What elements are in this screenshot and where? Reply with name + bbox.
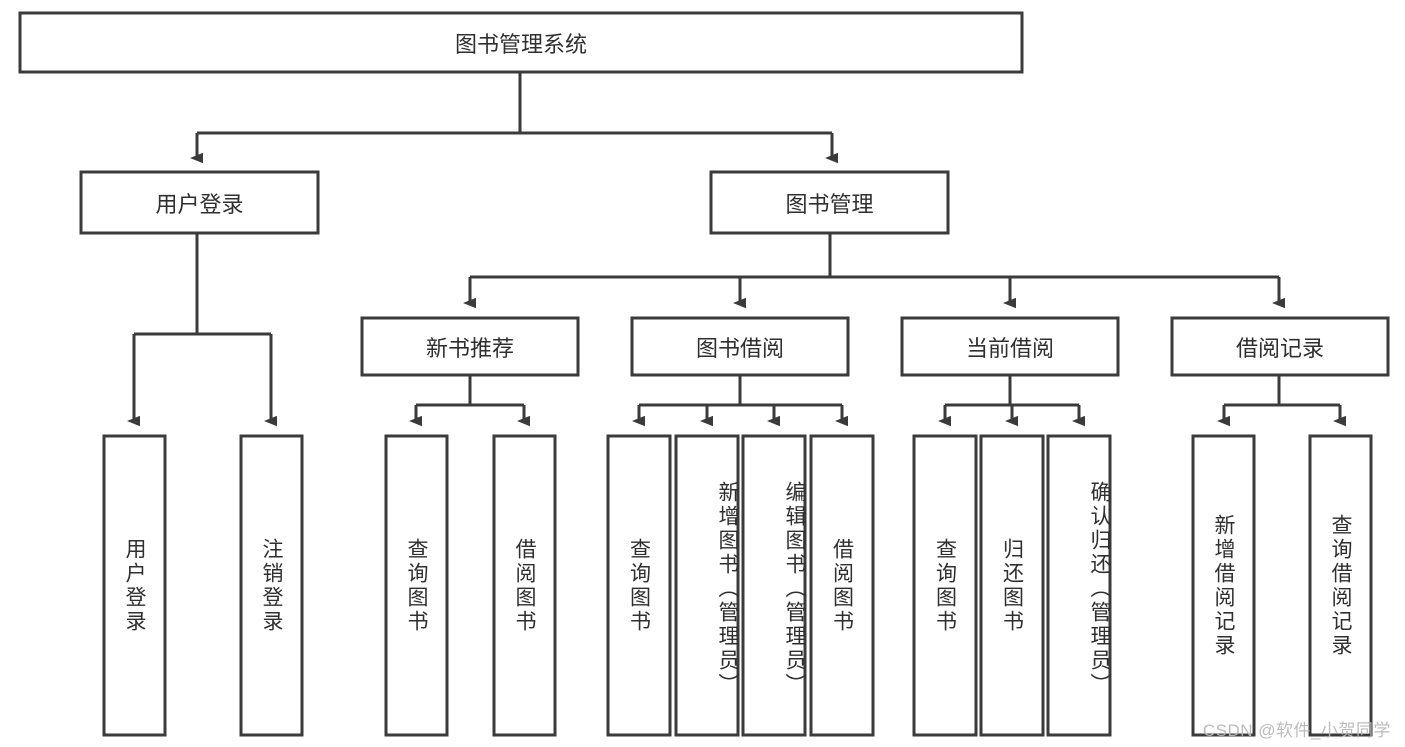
- node-leaf-borrow-book[interactable]: [809, 434, 875, 737]
- node-new-book-recommend[interactable]: [360, 316, 580, 377]
- node-leaf-return-book[interactable]: [979, 434, 1045, 737]
- node-user-login[interactable]: [79, 170, 320, 235]
- node-leaf-query-borrow-record[interactable]: [1308, 434, 1373, 737]
- connector-book-manage-to-level2: [463, 233, 1285, 309]
- node-leaf-edit-book-admin[interactable]: [741, 434, 807, 737]
- connector-new-book-recommend-to-leaves: [409, 375, 530, 427]
- node-leaf-add-borrow-record[interactable]: [1191, 434, 1256, 737]
- node-book-manage[interactable]: [709, 170, 950, 235]
- node-leaf-user-login[interactable]: [102, 434, 167, 737]
- node-book-borrow[interactable]: [630, 316, 850, 377]
- node-leaf-borrow-book-new[interactable]: [492, 434, 557, 737]
- node-leaf-logout-login[interactable]: [239, 434, 304, 737]
- node-leaf-query-book-new[interactable]: [384, 434, 449, 737]
- connector-current-borrow-to-leaves: [938, 375, 1085, 427]
- node-current-borrow[interactable]: [900, 316, 1120, 377]
- node-leaf-query-book-borrow[interactable]: [606, 434, 672, 737]
- node-leaf-add-book-admin[interactable]: [674, 434, 740, 737]
- node-root[interactable]: [18, 11, 1024, 74]
- node-leaf-query-book-current[interactable]: [912, 434, 978, 737]
- connector-book-borrow-to-leaves: [632, 375, 848, 427]
- node-leaf-confirm-return-admin[interactable]: [1046, 434, 1112, 737]
- node-borrow-record[interactable]: [1170, 316, 1390, 377]
- connector-root-to-level1: [190, 72, 838, 164]
- connector-user-login-to-leaves: [127, 233, 277, 427]
- connector-borrow-record-to-leaves: [1217, 375, 1346, 427]
